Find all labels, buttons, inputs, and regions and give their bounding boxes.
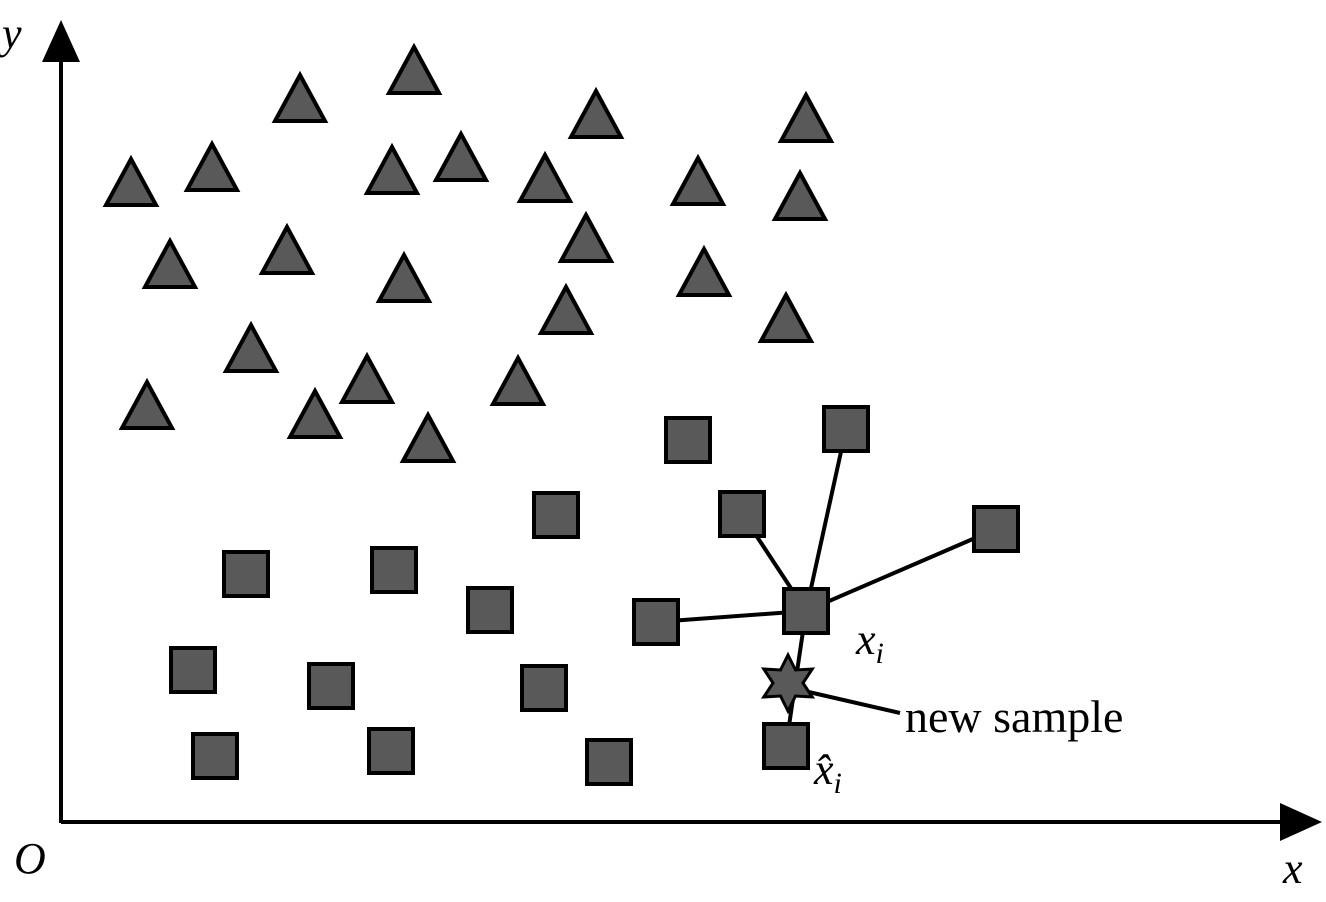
square-icon bbox=[520, 664, 568, 712]
triangle-icon bbox=[338, 351, 396, 404]
triangle-markers bbox=[102, 42, 835, 463]
triangle-icon bbox=[399, 410, 457, 463]
triangle-icon bbox=[757, 290, 815, 343]
square-icon bbox=[367, 727, 415, 775]
x-axis-arrow-icon bbox=[1280, 803, 1322, 841]
link-to-top-neighbor bbox=[804, 428, 848, 612]
square-icon bbox=[169, 646, 217, 694]
square-icon bbox=[782, 587, 830, 635]
square-markers bbox=[169, 405, 1020, 786]
xi-label-base: x bbox=[855, 615, 876, 664]
xhat-label: x̂i bbox=[813, 745, 842, 800]
y-axis-arrow-icon bbox=[42, 20, 80, 62]
axes bbox=[42, 20, 1322, 841]
x-axis-label: x bbox=[1282, 844, 1303, 893]
square-icon bbox=[972, 505, 1020, 553]
triangle-icon bbox=[567, 86, 625, 139]
triangle-icon bbox=[675, 244, 733, 297]
square-icon bbox=[585, 738, 633, 786]
square-icon bbox=[191, 732, 239, 780]
triangle-icon bbox=[183, 139, 241, 192]
triangle-icon bbox=[771, 168, 829, 221]
square-icon bbox=[762, 722, 810, 770]
triangle-icon bbox=[258, 222, 316, 275]
triangle-icon bbox=[537, 282, 595, 335]
link-to-right-neighbor bbox=[805, 527, 997, 613]
triangle-icon bbox=[118, 377, 176, 430]
xi-label: xi bbox=[855, 615, 884, 670]
triangle-icon bbox=[102, 154, 160, 207]
triangle-icon bbox=[271, 70, 329, 123]
triangle-icon bbox=[363, 142, 421, 195]
xhat-label-sub: i bbox=[834, 767, 842, 800]
square-icon bbox=[532, 491, 580, 539]
triangle-icon bbox=[516, 150, 574, 203]
triangle-icon bbox=[489, 353, 547, 406]
square-icon bbox=[718, 490, 766, 538]
square-icon bbox=[222, 550, 270, 598]
y-axis-label: y bbox=[0, 9, 22, 58]
origin-label: O bbox=[14, 834, 46, 883]
triangle-icon bbox=[385, 42, 443, 95]
square-icon bbox=[466, 586, 514, 634]
triangle-icon bbox=[557, 210, 615, 263]
square-icon bbox=[632, 598, 680, 646]
triangle-icon bbox=[375, 250, 433, 303]
triangle-icon bbox=[432, 129, 490, 182]
square-icon bbox=[307, 662, 355, 710]
triangle-icon bbox=[286, 386, 344, 439]
triangle-icon bbox=[777, 90, 835, 143]
triangle-icon bbox=[669, 153, 727, 206]
triangle-icon bbox=[222, 320, 280, 373]
new-sample-pointer bbox=[799, 688, 901, 715]
square-icon bbox=[370, 546, 418, 594]
link-to-left-neighbor bbox=[655, 609, 807, 624]
xhat-label-base: x̂ bbox=[813, 745, 834, 794]
square-icon bbox=[664, 416, 712, 464]
new-sample-label: new sample bbox=[905, 691, 1123, 742]
square-icon bbox=[822, 405, 870, 453]
xi-label-sub: i bbox=[876, 637, 884, 670]
triangle-icon bbox=[141, 236, 199, 289]
hexagram-star-icon bbox=[760, 651, 816, 715]
